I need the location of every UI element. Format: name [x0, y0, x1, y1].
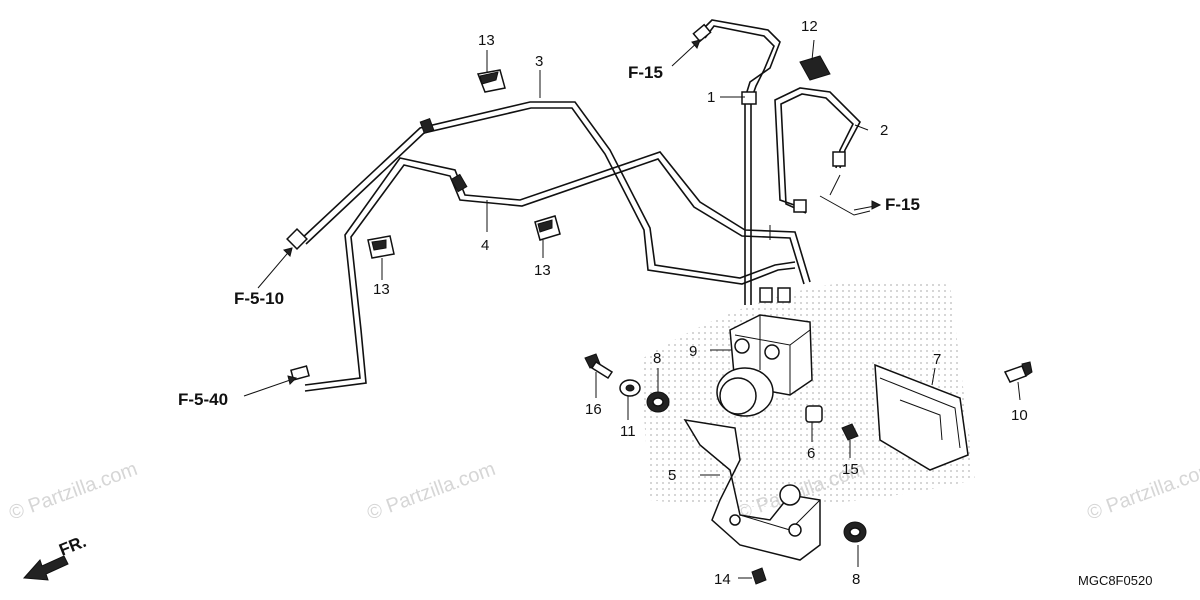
forward-arrow-icon — [22, 555, 69, 581]
bolt-14 — [751, 567, 767, 585]
diagram-code: MGC8F0520 — [1078, 573, 1152, 588]
callout-part-13-left: 13 — [373, 281, 390, 298]
callout-part-13-middle: 13 — [534, 262, 551, 279]
callout-part-14: 14 — [714, 571, 731, 588]
abs-bracket — [683, 419, 821, 561]
pipe-clamp-13-left — [367, 235, 395, 259]
brake-pipe-3 — [299, 101, 796, 285]
reference-f15-right: F-15 — [885, 195, 920, 214]
reference-f15-top: F-15 — [628, 63, 663, 82]
callout-part-12: 12 — [801, 18, 818, 35]
pipe-clamp-13-top — [476, 69, 506, 93]
callout-part-15: 15 — [842, 461, 859, 478]
callout-part-1: 1 — [707, 89, 715, 106]
callout-part-8-top: 8 — [653, 350, 661, 367]
grommet-8-top — [646, 391, 670, 413]
pipe-fittings — [286, 23, 846, 381]
brake-pipe-1 — [699, 19, 781, 305]
leader-lines — [243, 39, 1021, 579]
reference-f5-10: F-5-10 — [234, 289, 284, 308]
screw-10 — [1003, 361, 1033, 383]
clip-12 — [799, 55, 831, 81]
callout-part-2: 2 — [880, 122, 888, 139]
collar-6 — [805, 405, 823, 423]
callout-part-3: 3 — [535, 53, 543, 70]
callout-part-7: 7 — [933, 351, 941, 368]
abs-cover — [874, 363, 969, 471]
watermark-text: © Partzilla.com — [1084, 458, 1200, 525]
reference-f5-40: F-5-40 — [178, 390, 228, 409]
brake-pipe-2 — [774, 87, 861, 214]
callout-part-5: 5 — [668, 467, 676, 484]
bolt-16 — [584, 353, 614, 380]
forward-label: FR. — [56, 532, 89, 560]
grommet-8-bottom — [843, 521, 867, 543]
watermark-layer: © Partzilla.com © Partzilla.com © Partzi… — [6, 458, 1200, 525]
callout-part-8-bottom: 8 — [852, 571, 860, 588]
callout-part-10: 10 — [1011, 407, 1028, 424]
watermark-text: © Partzilla.com — [364, 458, 498, 525]
callout-part-9: 9 — [689, 343, 697, 360]
callout-part-6: 6 — [807, 445, 815, 462]
watermark-text: © Partzilla.com — [6, 458, 140, 525]
collar-11 — [619, 379, 641, 397]
callout-part-11: 11 — [620, 423, 636, 440]
pipe-clamp-13-middle — [534, 215, 561, 241]
callout-part-16: 16 — [585, 401, 602, 418]
bolt-15 — [841, 423, 859, 441]
abs-modulator-unit — [716, 314, 813, 417]
callout-part-4: 4 — [481, 237, 489, 254]
callout-part-13-top: 13 — [478, 32, 495, 49]
